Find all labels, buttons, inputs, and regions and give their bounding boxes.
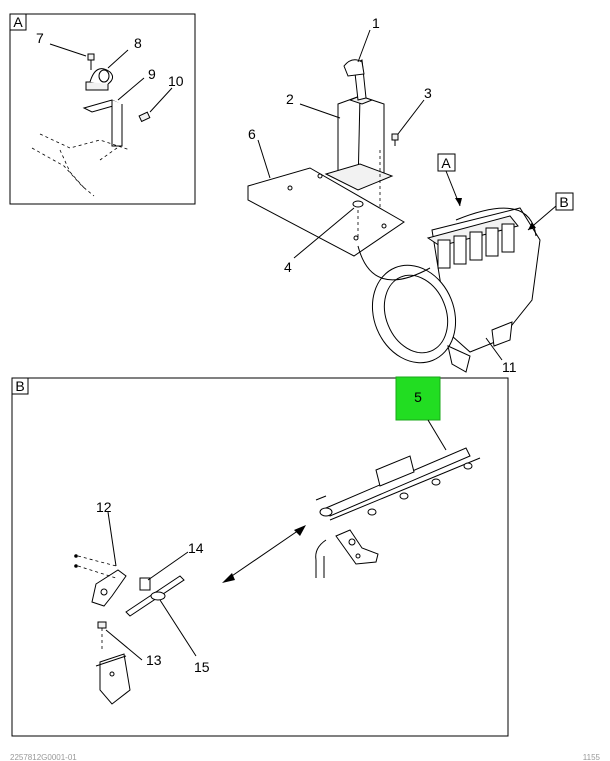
callout-3: 3 (424, 85, 432, 101)
highlight-callout-5[interactable] (395, 376, 441, 421)
pin-part-13 (97, 621, 107, 650)
ref-marker-b-label: B (559, 194, 568, 210)
callout-9: 9 (148, 66, 156, 82)
washer-part-4 (352, 200, 364, 208)
detail-b-label: B (15, 378, 24, 394)
screw-part-3 (391, 133, 399, 146)
footer-doc-id: 2257812G0001-01 (10, 753, 77, 761)
callout-1: 1 (372, 15, 380, 31)
bracket-part-9 (82, 99, 123, 147)
callout-6: 6 (248, 126, 256, 142)
detail-b-inset: B 5 (11, 376, 509, 737)
ref-marker-b (555, 192, 574, 211)
callout-13: 13 (146, 652, 162, 668)
clip-part-15 (150, 591, 166, 601)
bolt-part-7 (87, 53, 95, 70)
callout-12: 12 (96, 499, 112, 515)
callout-10: 10 (168, 73, 184, 89)
footer-page: 1155 (583, 753, 601, 761)
callout-11: 11 (502, 359, 517, 375)
rail-assembly-part-5 (315, 447, 481, 578)
ref-marker-a-label: A (441, 155, 451, 171)
detail-a-tag (9, 13, 27, 31)
detail-a-label: A (13, 14, 23, 30)
callout-15: 15 (194, 659, 210, 675)
callout-14: 14 (188, 540, 204, 556)
throttle-body-part-11 (371, 207, 541, 373)
detail-a-inset: A 7 8 9 10 (9, 13, 196, 205)
detail-b-tag (11, 377, 29, 395)
main-assembly: A B 1 2 3 6 4 11 (247, 15, 574, 375)
callout-8: 8 (134, 35, 142, 51)
callout-5: 5 (414, 389, 422, 405)
clamp-part-8 (85, 68, 114, 91)
mounting-plate-part-6 (247, 167, 405, 257)
bracket-part-12 (74, 554, 127, 607)
callout-4: 4 (284, 259, 292, 275)
lever-part-1 (343, 59, 367, 101)
direction-arrow (222, 525, 306, 583)
support-tower-part-2 (324, 95, 394, 191)
callout-2: 2 (286, 91, 294, 107)
callout-7: 7 (36, 30, 44, 46)
lower-mount (95, 653, 131, 705)
screw-part-10 (138, 111, 151, 123)
